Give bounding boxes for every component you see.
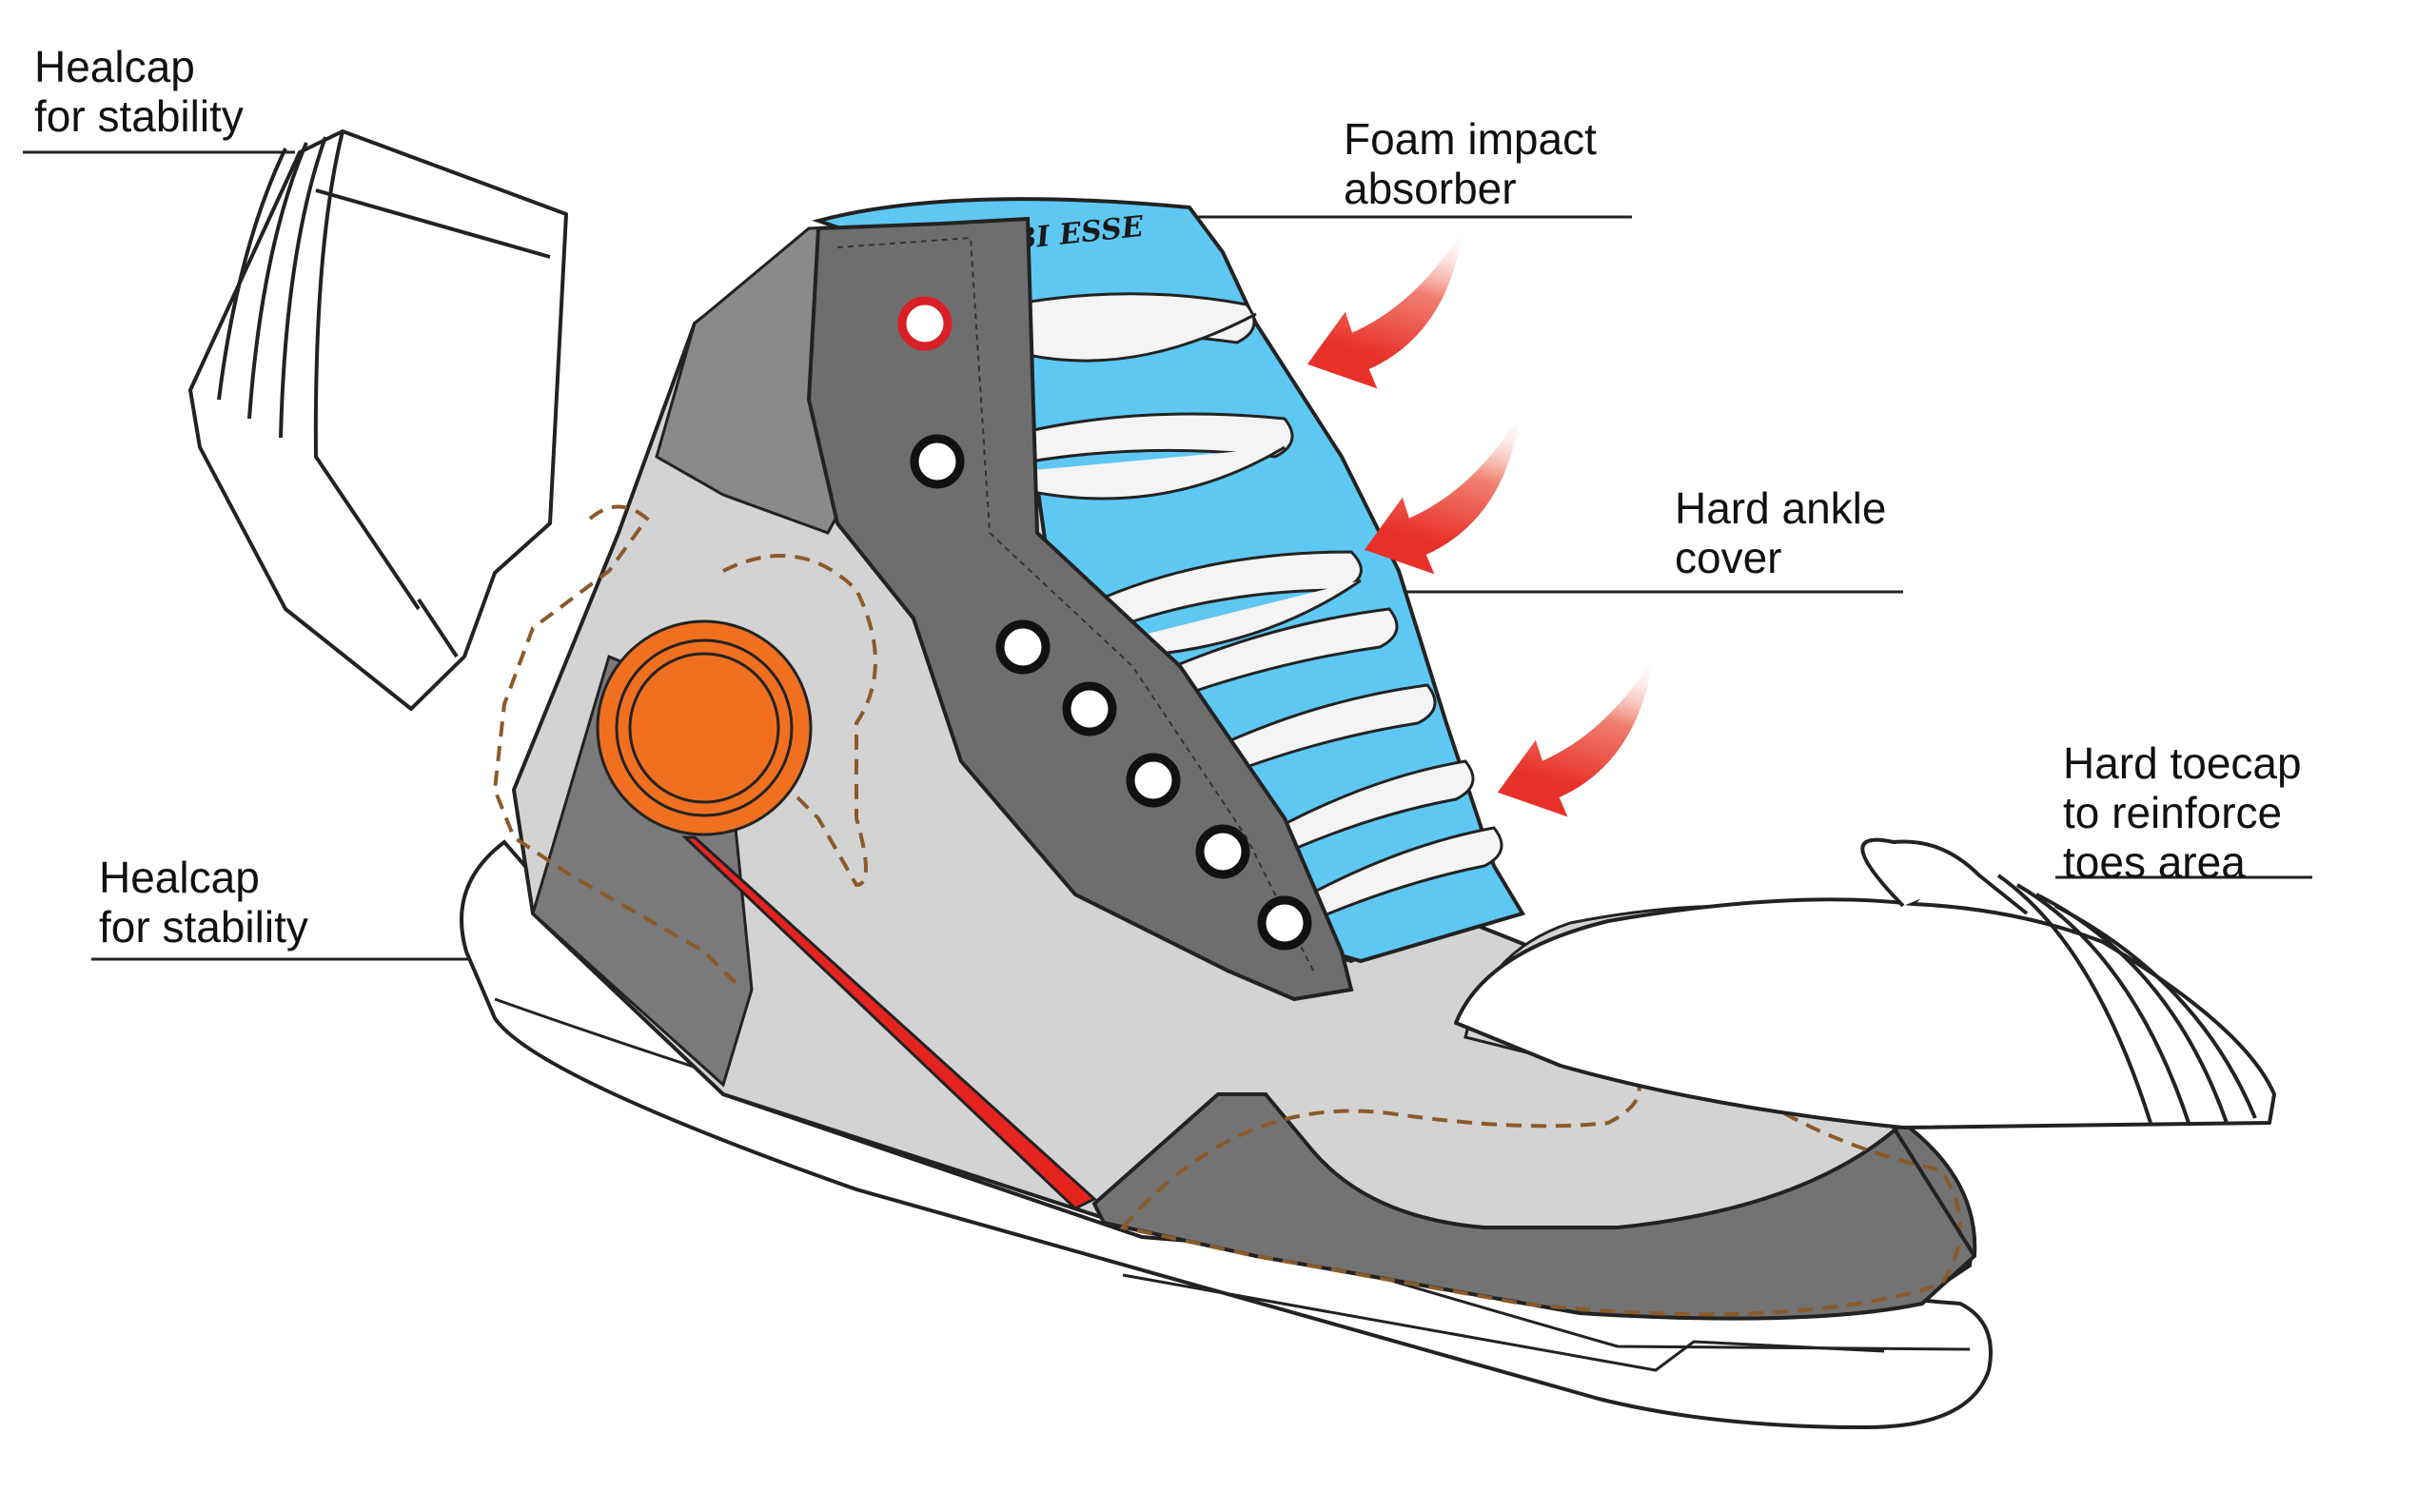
eyelets (897, 296, 1312, 951)
label-hard-ankle-cover: Hard ankle cover (1675, 483, 1886, 582)
heelcap-exploded-top (188, 129, 568, 711)
eyestay-dark-panel (806, 216, 1354, 1002)
label-line: to reinforce (2063, 788, 2283, 837)
impact-arrows (1306, 228, 1654, 817)
label-line: Healcap (99, 853, 260, 902)
label-line: cover (1675, 533, 1782, 582)
label-line: toes area (2063, 837, 2246, 887)
label-heelcap-top: Healcap for stability (34, 42, 244, 141)
ankle-protector (596, 619, 813, 836)
impact-arrow (1306, 228, 1464, 389)
protector-dashed-outlines (492, 504, 1962, 1317)
label-line: absorber (1344, 164, 1517, 213)
label-hard-toecap: Hard toecap to reinforce toes area (2063, 738, 2302, 887)
label-line: Hard ankle (1675, 483, 1887, 533)
label-line: Healcap (34, 42, 195, 91)
impact-arrow (1364, 414, 1521, 575)
impact-arrow (1497, 657, 1654, 817)
red-side-stripe (681, 835, 1097, 1210)
label-heelcap-bottom: Healcap for stability (99, 853, 308, 952)
label-line: Foam impact (1344, 114, 1597, 164)
label-line: for stability (34, 91, 244, 141)
toecap-exploded (1454, 837, 2276, 1258)
label-foam-impact-absorber: Foam impact absorber (1344, 114, 1597, 213)
label-line: for stability (99, 902, 308, 952)
label-line: Hard toecap (2063, 738, 2302, 788)
